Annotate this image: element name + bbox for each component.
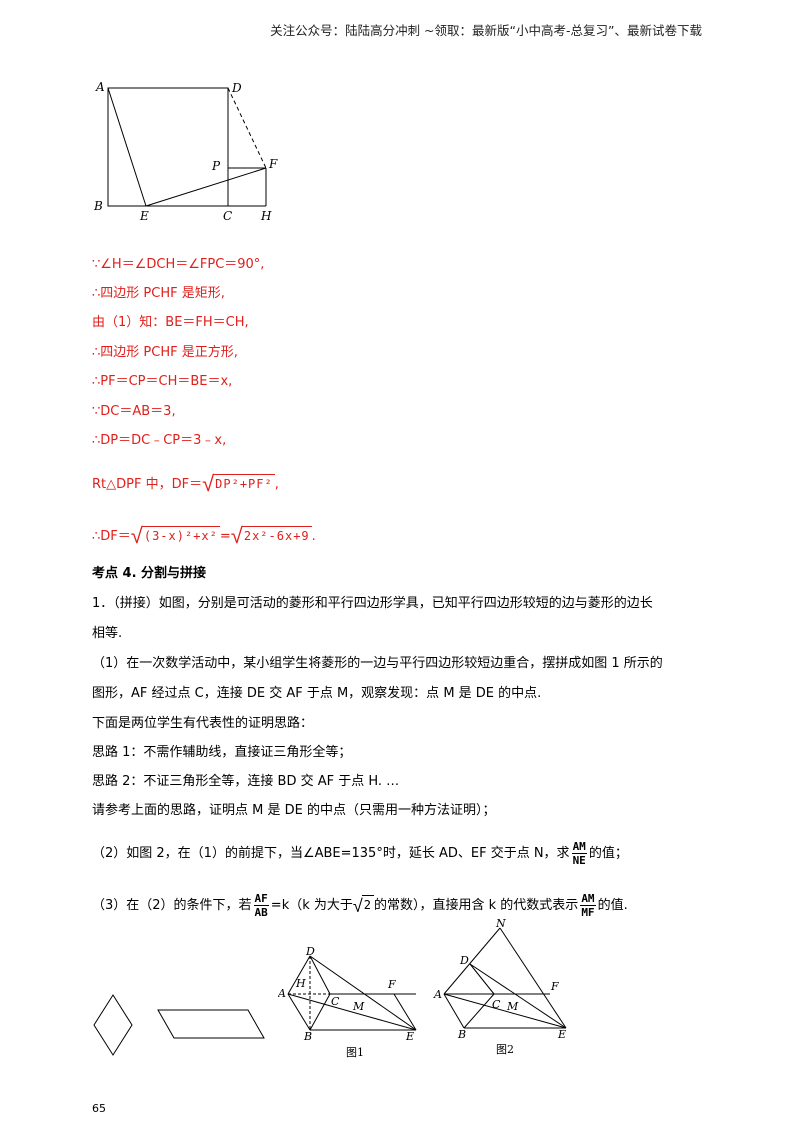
fig2-label-D: D [459, 954, 469, 967]
problem-line-4: 思路 1：不需作辅助线，直接证三角形全等； [92, 745, 352, 760]
fig2-label-E: E [557, 1028, 566, 1041]
question-3-suffix: 的值. [597, 898, 628, 913]
fig1-label-A: A [278, 987, 286, 1000]
sqrt-dp2-pf2: DP²+PF² [213, 474, 275, 493]
fig1-label-E: E [405, 1030, 414, 1043]
question-2-suffix: 的值； [588, 846, 628, 861]
problem-line-2a: （1）在一次数学活动中，某小组学生将菱形的一边与平行四边形较短边重合，摆拼成如图… [92, 656, 663, 671]
solution-line-9: ∴DF＝√(3-x)²+x²=√2x²-6x+9. [92, 524, 316, 549]
fig1-label-M: M [352, 1000, 365, 1013]
figure-2: N D A F C M B E 图2 [433, 918, 567, 1056]
fig2-label-N: N [495, 918, 506, 930]
problem-line-1b: 相等. [92, 626, 123, 641]
question-3-mid: =k（k 为大于 [270, 898, 353, 913]
fig1-label-C: C [331, 995, 340, 1008]
problem-line-2b: 图形，AF 经过点 C，连接 DE 交 AF 于点 M，观察发现：点 M 是 D… [92, 686, 542, 701]
fraction-numerator: AM [571, 840, 587, 854]
rhombus-parallelogram-figure [93, 994, 265, 1056]
question-3-prefix: （3）在（2）的条件下，若 [92, 898, 252, 913]
problem-line-3: 下面是两位学生有代表性的证明思路： [92, 716, 314, 731]
figure-2-caption: 图2 [496, 1043, 514, 1056]
fig1-label-D: D [305, 945, 315, 958]
fig2-label-M: M [506, 1000, 519, 1013]
fig2-label-B: B [457, 1028, 466, 1041]
fig1-label-F: F [387, 978, 396, 991]
fig2-label-A: A [433, 988, 442, 1001]
question-2-prefix: （2）如图 2，在（1）的前提下，当∠ABE=135°时，延长 AD、EF 交于… [92, 846, 570, 861]
solution-line-7: ∴DP＝DC﹣CP＝3﹣x, [92, 433, 227, 448]
label-A: A [95, 80, 105, 94]
fraction-numerator: AF [253, 892, 269, 906]
fraction-denominator: AB [254, 906, 268, 919]
fig2-label-F: F [550, 980, 559, 993]
label-E: E [139, 209, 149, 223]
solution-line-3: 由（1）知：BE＝FH＝CH, [92, 315, 249, 330]
label-H: H [260, 209, 272, 223]
solution-line-9-prefix: ∴DF＝ [92, 529, 131, 544]
fig1-label-H: H [295, 977, 306, 990]
fig2-label-C: C [492, 998, 501, 1011]
fraction-denominator: NE [572, 854, 586, 867]
sqrt-expression-1: (3-x)²+x² [141, 526, 220, 545]
figure-1: D H A C M F B E 图1 [278, 945, 417, 1059]
section-title: 考点 4. 分割与拼接 [92, 566, 207, 581]
solution-line-6: ∵DC＝AB＝3, [92, 404, 176, 419]
page-number: 65 [92, 1102, 106, 1115]
problem-line-6: 请参考上面的思路，证明点 M 是 DE 的中点（只需用一种方法证明）； [92, 803, 496, 818]
solution-line-8-prefix: Rt△DPF 中，DF＝ [92, 477, 203, 492]
fraction-numerator: AM [580, 892, 596, 906]
label-C: C [223, 209, 232, 223]
label-F: F [268, 157, 278, 171]
rhombus-shape [93, 994, 133, 1056]
fig1-label-B: B [303, 1030, 312, 1043]
solution-line-4: ∴四边形 PCHF 是正方形, [92, 345, 238, 360]
question-2: （2）如图 2，在（1）的前提下，当∠ABE=135°时，延长 AD、EF 交于… [92, 840, 628, 867]
sqrt-2: 2 [361, 895, 375, 914]
problem-line-1a: 1．（拼接）如图，分别是可活动的菱形和平行四边形学具，已知平行四边形较短的边与菱… [92, 596, 653, 611]
problem-line-5: 思路 2：不证三角形全等，连接 BD 交 AF 于点 H. … [92, 774, 400, 789]
solution-line-8: Rt△DPF 中，DF＝√DP²+PF², [92, 472, 279, 497]
equals-sign: = [219, 529, 231, 544]
solution-line-8-suffix: , [274, 477, 279, 492]
parallelogram-shape [157, 1009, 265, 1039]
square-figure: A D P F B E C H [93, 80, 278, 223]
fraction-denominator: MF [581, 906, 595, 919]
label-D: D [231, 81, 242, 95]
solution-line-1: ∵∠H＝∠DCH＝∠FPC＝90°, [92, 257, 265, 272]
page-header: 关注公众号：陆陆高分冲刺 ~领取：最新版“小中高考-总复习”、最新试卷下载 [270, 23, 702, 38]
figure-1-caption: 图1 [346, 1046, 364, 1059]
solution-line-9-suffix: . [311, 529, 316, 544]
label-P: P [211, 159, 221, 173]
solution-line-2: ∴四边形 PCHF 是矩形, [92, 286, 225, 301]
question-3-mid2: 的常数），直接用含 k 的代数式表示 [374, 898, 579, 913]
sqrt-expression-2: 2x²-6x+9 [241, 526, 312, 545]
label-B: B [93, 199, 103, 213]
solution-line-5: ∴PF＝CP＝CH＝BE＝x, [92, 374, 233, 389]
